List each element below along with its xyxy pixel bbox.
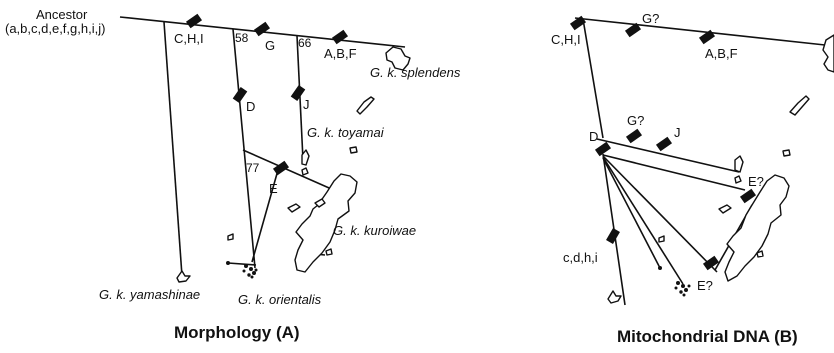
caption-panel-a: Morphology (A) (174, 323, 300, 342)
taxon-splendens: G. k. splendens (370, 65, 461, 80)
bootstrap-66: 66 (298, 36, 312, 50)
label-abf: A,B,F (324, 46, 357, 61)
island-b-top (822, 34, 834, 73)
marker-j-b (655, 136, 673, 152)
taxon-kuroiwae: G. k. kuroiwae (333, 223, 416, 238)
marker-cdhi (606, 227, 620, 245)
label-g-mid: G? (627, 113, 644, 128)
panel-b-labels: C,H,I G? A,B,F D G? J E? c,d,h,i E? Mito… (551, 11, 798, 346)
island-b-small3 (734, 175, 742, 184)
island-b-small1 (789, 95, 810, 116)
taxon-yamashinae: G. k. yamashinae (99, 287, 200, 302)
island-b-small7 (607, 290, 622, 304)
island-orientalis (226, 261, 258, 279)
island-b-dots (658, 266, 691, 297)
caption-panel-b: Mitochondrial DNA (B) (617, 327, 798, 346)
label-g: G (265, 38, 275, 53)
panel-b-islands (607, 34, 834, 304)
label-j-b: J (674, 125, 681, 140)
island-small-a2 (349, 146, 358, 154)
panel-a-islands (176, 46, 411, 283)
bootstrap-58: 58 (235, 31, 249, 45)
marker-d-b (594, 141, 612, 157)
panel-a: Ancestor (a,b,c,d,e,f,g,h,i,j) C,H,I 58 … (5, 7, 461, 342)
label-cdhi: c,d,h,i (563, 250, 598, 265)
marker-chi (185, 13, 203, 29)
label-e-upper: E? (748, 174, 764, 189)
panel-a-labels: Ancestor (a,b,c,d,e,f,g,h,i,j) C,H,I 58 … (5, 7, 461, 342)
ancestor-label: Ancestor (36, 7, 88, 22)
marker-abf (331, 29, 349, 45)
island-splendens (385, 46, 411, 71)
island-b-small2 (782, 149, 791, 157)
marker-d (232, 86, 248, 104)
island-b-mid (734, 155, 744, 173)
island-yamashinae (176, 270, 191, 283)
marker-chi-b (569, 15, 587, 31)
taxon-orientalis: G. k. orientalis (238, 292, 322, 307)
bootstrap-77: 77 (246, 161, 260, 175)
island-small-a5 (314, 198, 326, 208)
marker-g-mid (625, 128, 643, 144)
label-d: D (246, 99, 255, 114)
marker-abf-b (698, 29, 716, 45)
label-abf-b: A,B,F (705, 46, 738, 61)
marker-e (272, 160, 290, 176)
label-d-b: D (589, 129, 598, 144)
label-g-top: G? (642, 11, 659, 26)
panel-a-markers (185, 13, 349, 176)
island-small-a4 (287, 203, 301, 213)
label-e-lower: E? (697, 278, 713, 293)
island-small-a1 (356, 96, 375, 115)
panel-b-branches (574, 17, 826, 306)
island-b-small4 (718, 204, 732, 214)
marker-e-upper (739, 188, 757, 204)
label-chi-b: C,H,I (551, 32, 581, 47)
island-kuroiwae (294, 173, 358, 273)
label-j: J (303, 97, 310, 112)
marker-e-lower (702, 255, 720, 271)
marker-g (253, 21, 271, 37)
panel-b: C,H,I G? A,B,F D G? J E? c,d,h,i E? Mito… (551, 11, 834, 346)
island-small-a7 (227, 233, 234, 241)
taxon-toyamai: G. k. toyamai (307, 125, 385, 140)
marker-j (290, 84, 306, 102)
island-toyamai (301, 149, 310, 166)
label-e: E (269, 181, 278, 196)
island-b-small6 (658, 235, 665, 243)
island-b-main (724, 174, 790, 282)
island-b-small5 (756, 250, 764, 258)
island-small-a6 (325, 248, 333, 256)
label-chi: C,H,I (174, 31, 204, 46)
ancestor-states: (a,b,c,d,e,f,g,h,i,j) (5, 21, 105, 36)
marker-g-top (624, 22, 642, 38)
panel-b-markers (569, 15, 757, 271)
island-small-a3 (301, 167, 309, 176)
